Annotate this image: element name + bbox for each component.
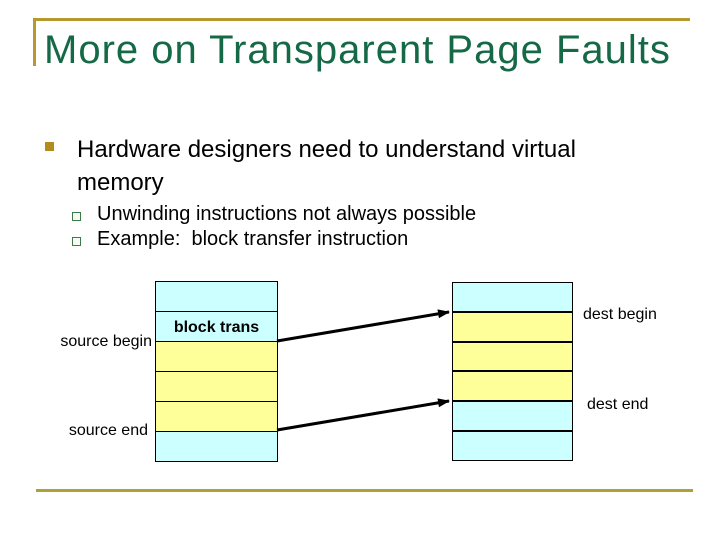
- sub-bullet-text: Unwinding instructions not always possib…: [97, 203, 477, 225]
- memory-row-yellow: [156, 342, 277, 372]
- transfer-arrow-begin: [276, 309, 450, 343]
- sub-bullet-square-icon: [72, 212, 81, 221]
- dest-rows: [453, 283, 572, 460]
- memory-row-cyan: [156, 312, 277, 342]
- dest-begin-label: dest begin: [583, 306, 657, 323]
- source-end-label: source end: [68, 422, 148, 439]
- sub-bullet-square-icon: [72, 237, 81, 246]
- bullet-text: Hardware designers need to understand vi…: [77, 136, 576, 196]
- memory-row-cyan: [156, 432, 277, 461]
- source-memory-block: block trans: [155, 281, 278, 462]
- memory-row-cyan: [453, 432, 572, 460]
- dest-end-label: dest end: [587, 396, 649, 413]
- sub-bullet-text: Example: block transfer instruction: [97, 228, 409, 250]
- memory-row-cyan: [156, 282, 277, 312]
- block-trans-label: block trans: [173, 318, 260, 336]
- transfer-arrow-end: [276, 398, 450, 432]
- memory-row-yellow: [453, 342, 572, 373]
- source-begin-label: source begin: [60, 333, 152, 350]
- dest-memory-block: [452, 282, 573, 461]
- bottom-accent-rule: [36, 489, 693, 492]
- memory-row-yellow: [156, 372, 277, 402]
- source-rows: [156, 282, 277, 461]
- memory-row-yellow: [453, 372, 572, 403]
- top-accent-rule: [33, 18, 690, 21]
- slide-title: More on Transparent Page Faults: [44, 28, 671, 72]
- bullet-square-icon: [45, 142, 54, 151]
- memory-row-cyan: [453, 283, 572, 313]
- memory-row-cyan: [453, 402, 572, 433]
- memory-row-yellow: [156, 402, 277, 432]
- left-accent-rule: [33, 18, 36, 66]
- memory-row-yellow: [453, 312, 572, 343]
